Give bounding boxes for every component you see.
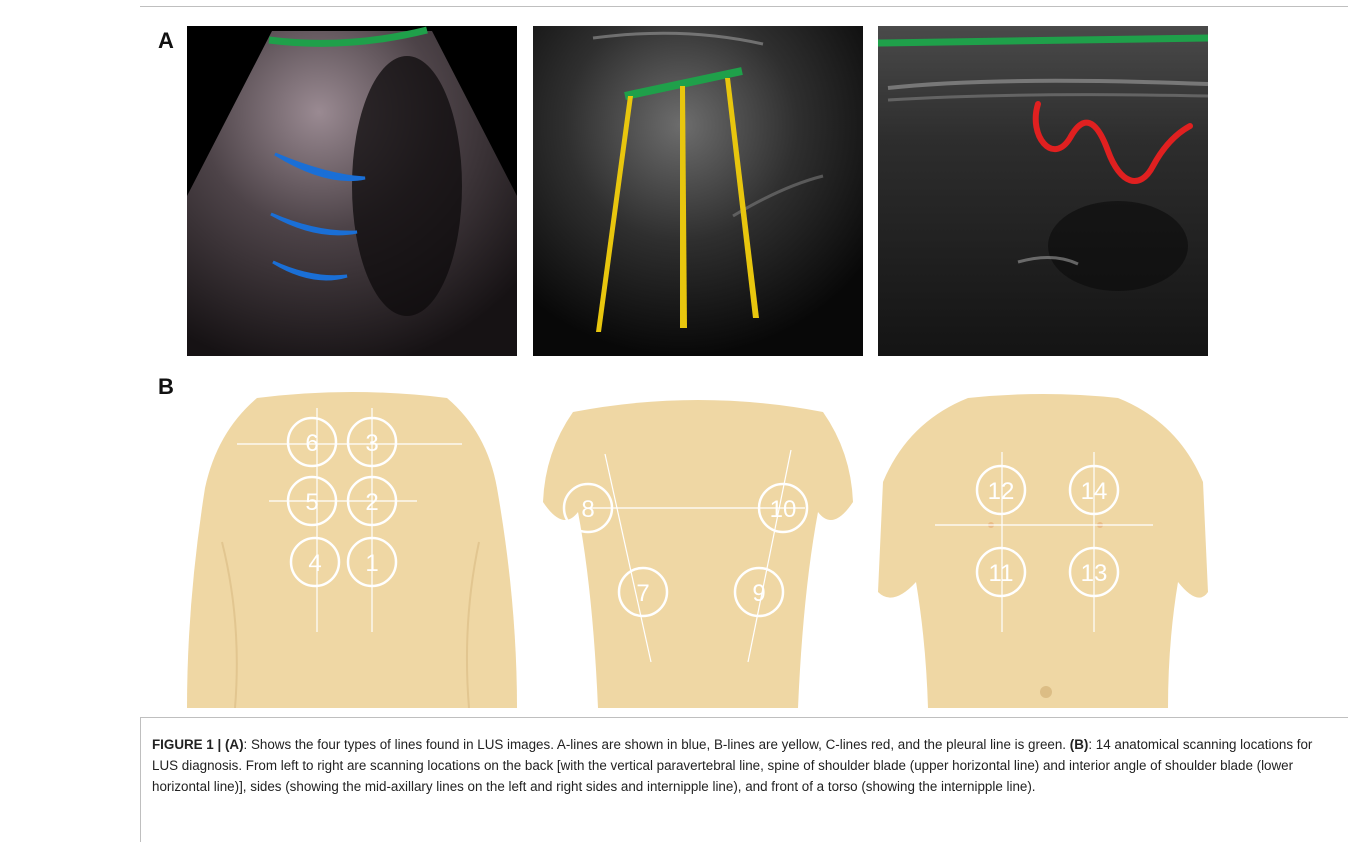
location-label-13: 13 bbox=[1081, 560, 1108, 587]
location-label-6: 6 bbox=[305, 430, 318, 457]
location-label-12: 12 bbox=[988, 478, 1015, 505]
ultrasound-c-lines-image bbox=[878, 26, 1208, 356]
location-label-10: 10 bbox=[770, 496, 797, 523]
location-label-2: 2 bbox=[365, 489, 378, 516]
figure-frame-top bbox=[140, 6, 1348, 7]
caption-part-a: : Shows the four types of lines found in… bbox=[244, 737, 1070, 752]
location-label-4: 4 bbox=[308, 550, 321, 577]
location-label-8: 8 bbox=[581, 496, 594, 523]
caption-figure-label: FIGURE 1 | (A) bbox=[152, 737, 244, 752]
location-label-1: 1 bbox=[365, 550, 378, 577]
location-label-9: 9 bbox=[752, 580, 765, 607]
ultrasound-b-lines-image bbox=[533, 26, 863, 356]
torso-front-diagram: 12 14 11 13 bbox=[878, 392, 1208, 708]
location-label-14: 14 bbox=[1081, 478, 1108, 505]
torso-back-diagram: 6 3 5 2 4 1 bbox=[187, 392, 517, 708]
location-label-5: 5 bbox=[305, 489, 318, 516]
ultrasound-a-lines-image bbox=[187, 26, 517, 356]
panel-label-a: A bbox=[158, 28, 174, 54]
panel-label-b: B bbox=[158, 374, 174, 400]
caption-b-label: (B) bbox=[1070, 737, 1089, 752]
location-label-7: 7 bbox=[636, 580, 649, 607]
figure-caption: FIGURE 1 | (A): Shows the four types of … bbox=[152, 734, 1322, 797]
location-label-3: 3 bbox=[365, 430, 378, 457]
location-label-11: 11 bbox=[989, 560, 1014, 587]
pleural-line-3 bbox=[878, 38, 1208, 43]
torso-side-diagram: 8 10 7 9 bbox=[533, 392, 863, 708]
